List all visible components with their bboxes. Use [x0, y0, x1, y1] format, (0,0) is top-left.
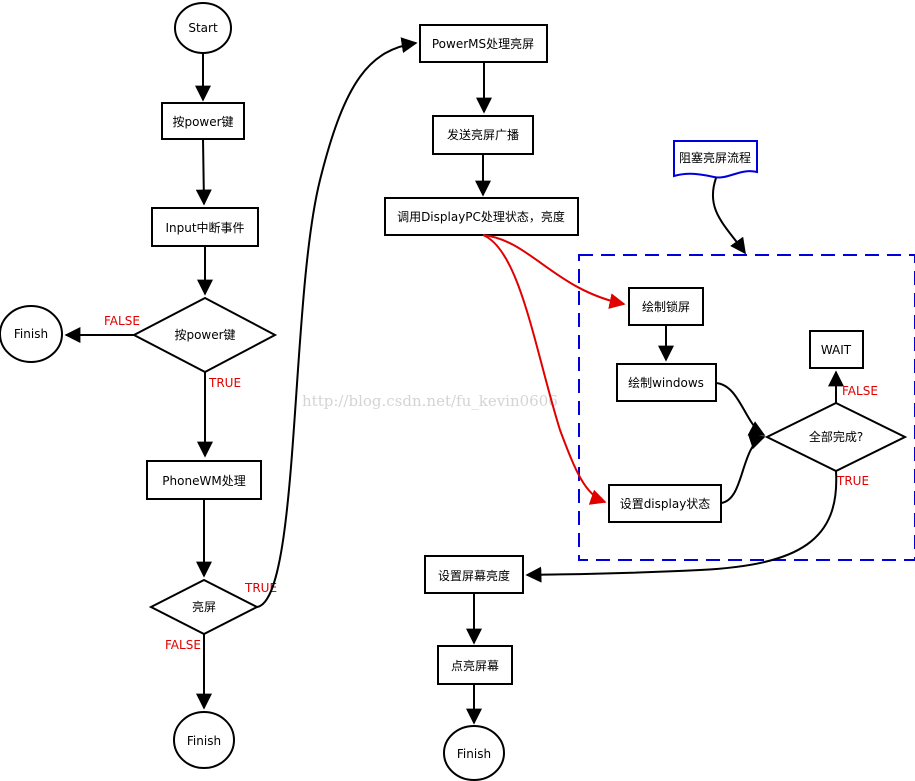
finish-left-node — [0, 305, 63, 363]
phonewm-box — [146, 460, 262, 500]
all-done-label: 全部完成? — [809, 429, 863, 444]
finish-bottom-left-node — [173, 711, 235, 769]
finish-right-node — [443, 725, 505, 781]
red-arrow-to-display-state — [482, 234, 607, 505]
done-true-label: TRUE — [836, 474, 869, 488]
press-true-label: TRUE — [208, 376, 241, 390]
press-false-label: FALSE — [104, 314, 140, 328]
arrow-document-to-region — [711, 177, 746, 255]
call-displaypc-label: 调用DisplayPC处理状态，亮度 — [397, 209, 565, 224]
block-flow-document — [673, 140, 758, 179]
screen-on-decision-label: 亮屏 — [192, 599, 216, 614]
arrow-done-true-to-brightness — [525, 470, 838, 583]
draw-lockscreen-box — [628, 287, 704, 326]
press-power-process-box — [161, 102, 245, 140]
draw-lockscreen-label: 绘制锁屏 — [642, 299, 690, 314]
send-broadcast-box — [432, 115, 534, 155]
block-flow-label: 阻塞亮屏流程 — [679, 150, 751, 165]
light-screen-label: 点亮屏幕 — [451, 658, 499, 673]
press-power-process-label: 按power键 — [172, 115, 233, 129]
wait-label: WAIT — [821, 343, 852, 357]
arrow-screen-true-to-powerms — [256, 37, 418, 608]
input-interrupt-box — [151, 207, 259, 247]
set-display-state-label: 设置display状态 — [620, 497, 711, 511]
light-screen-box — [437, 645, 513, 685]
set-brightness-label: 设置屏幕亮度 — [438, 568, 510, 583]
wait-box — [809, 330, 864, 369]
blocking-region-box — [578, 254, 915, 561]
red-arrow-to-lockscreen — [482, 234, 626, 309]
input-interrupt-label: Input中断事件 — [165, 220, 244, 235]
draw-windows-label: 绘制windows — [628, 375, 704, 390]
finish-right-label: Finish — [457, 747, 491, 761]
send-broadcast-label: 发送亮屏广播 — [447, 127, 519, 142]
arrow-windows-to-done — [715, 382, 766, 436]
start-label: Start — [188, 21, 218, 35]
watermark: http://blog.csdn.net/fu_kevin0606 — [302, 392, 558, 410]
phonewm-label: PhoneWM处理 — [162, 474, 245, 488]
arrow-display-to-done — [720, 433, 766, 504]
screen-false-label: FALSE — [165, 638, 201, 652]
set-brightness-box — [424, 555, 524, 594]
call-displaypc-box — [384, 197, 579, 236]
press-power-decision-label: 按power键 — [174, 328, 235, 342]
done-false-label: FALSE — [842, 384, 878, 398]
finish-left-label: Finish — [14, 327, 48, 341]
arrow-press-to-input — [195, 138, 212, 206]
screen-true-label: TRUE — [244, 581, 277, 595]
finish-bottom-left-label: Finish — [187, 734, 221, 748]
draw-windows-box — [616, 363, 717, 402]
set-display-state-box — [608, 484, 722, 523]
powerms-label: PowerMS处理亮屏 — [432, 36, 534, 51]
